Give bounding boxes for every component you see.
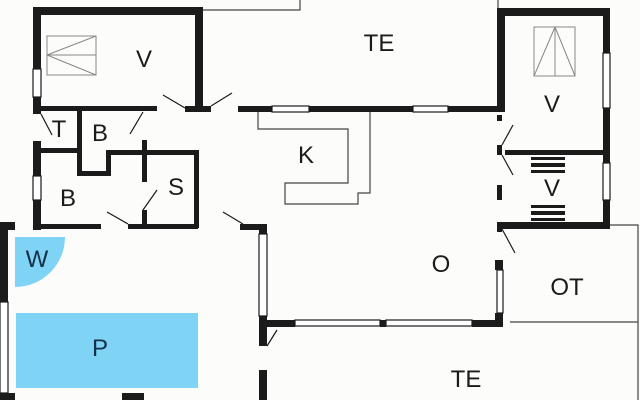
whirlpool-area <box>15 237 65 287</box>
room-label-toilet: T <box>51 116 67 143</box>
windows <box>0 52 611 394</box>
kitchen-counter <box>257 110 371 205</box>
bed-symbols <box>46 26 576 77</box>
room-label-terrasse-top: TE <box>363 30 395 57</box>
stairs-icons <box>531 157 565 221</box>
door-swings <box>40 92 516 347</box>
room-label-vaerelse-1: V <box>135 46 153 73</box>
room-label-vaerelse-3: V <box>543 175 561 202</box>
pool-area <box>16 313 198 388</box>
room-label-overdaekket-terrasse: OT <box>550 274 584 301</box>
room-label-opholdsrum: O <box>431 251 451 278</box>
room-label-whirlpool: W <box>25 246 49 273</box>
room-label-terrasse-bottom: TE <box>450 366 482 393</box>
room-label-sauna: S <box>167 174 185 201</box>
room-label-koekken: K <box>297 142 315 169</box>
room-label-pool: P <box>91 335 109 362</box>
room-label-vaerelse-2: V <box>543 91 561 118</box>
terrace-outlines <box>202 0 639 400</box>
room-label-bad-1: B <box>91 120 109 147</box>
room-label-bad-2: B <box>59 185 77 212</box>
walls <box>0 7 610 400</box>
